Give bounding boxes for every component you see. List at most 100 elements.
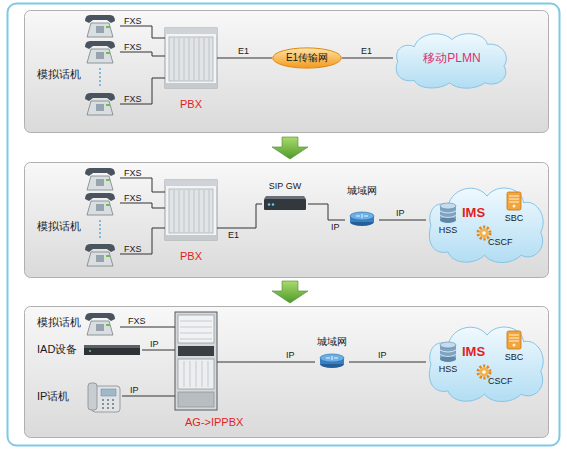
gateway-body — [264, 199, 306, 210]
gateway-led — [272, 203, 274, 205]
edge-label: FXS — [124, 244, 142, 255]
cloud-outline — [429, 327, 543, 402]
hss-icon — [439, 203, 457, 223]
edge-label: FXS — [124, 193, 142, 204]
iad-led — [89, 350, 91, 352]
pbx-device: PBX — [165, 28, 217, 110]
ip-phone: IP话机 — [30, 378, 122, 414]
connector — [308, 204, 345, 220]
sbc-server: SBC — [500, 330, 528, 364]
edge-label: FXS — [124, 168, 142, 179]
ellipsis-line — [99, 68, 100, 88]
node-label: PBX — [165, 98, 217, 111]
edge-label: IP — [150, 339, 159, 350]
hss-icon-part — [440, 203, 456, 209]
sbc-icon-part — [513, 205, 516, 208]
analog-phone-icon — [85, 93, 115, 115]
node-label: SBC — [500, 213, 528, 224]
gateway-top — [264, 196, 306, 199]
hss-server: HSS — [436, 342, 460, 376]
node-label: CSCF — [488, 237, 513, 248]
cscf-server: CSCF — [476, 225, 516, 251]
sbc-icon-part — [513, 344, 516, 347]
edge-label: E1 — [228, 230, 239, 241]
hss-server: HSS — [436, 203, 460, 237]
node-label: SBC — [500, 352, 528, 363]
pbx-chassis — [165, 28, 217, 88]
metro-network-router: 城域网 — [345, 185, 379, 227]
edge-label: IP — [396, 208, 405, 219]
edge-label: E1 — [361, 46, 372, 57]
rack-unit-lines — [180, 321, 212, 339]
connector — [120, 52, 165, 56]
connector — [379, 220, 426, 221]
edge-label: FXS — [124, 42, 142, 53]
cscf-icon-part — [480, 368, 489, 377]
connector — [122, 396, 175, 397]
hss-icon-part — [440, 211, 456, 218]
gateway-led — [268, 203, 270, 205]
sbc-server: SBC — [500, 191, 528, 225]
stage-arrow — [272, 137, 308, 159]
phone-group: 模拟话机 — [30, 164, 120, 268]
connector — [342, 58, 393, 59]
connector — [349, 362, 426, 363]
node-label: 模拟话机 — [37, 316, 81, 329]
cscf-icon-part — [482, 370, 486, 374]
node-label: 模拟话机 — [37, 220, 81, 233]
sbc-icon-part — [507, 331, 521, 349]
sbc-icon-part — [509, 335, 519, 341]
node-label: HSS — [436, 364, 460, 375]
outer-frame — [8, 4, 560, 446]
connector — [217, 204, 262, 228]
sbc-icon-part — [507, 192, 521, 210]
ims-cloud: IMSHSSSBCCSCF — [426, 183, 548, 265]
ellipse-outline — [273, 48, 342, 68]
node-label: PBX — [165, 250, 217, 263]
edge-label: IP — [331, 222, 340, 233]
node-label: SIP GW — [262, 181, 308, 192]
transport-network: E1传输网 — [272, 47, 342, 69]
cloud-shape — [426, 183, 548, 265]
node-label: IMS — [462, 344, 485, 360]
node-label: HSS — [436, 225, 460, 236]
node-label: AG->IPPBX — [185, 416, 243, 429]
hss-icon-part — [440, 342, 456, 348]
node-label: IP话机 — [37, 390, 69, 403]
sip-gateway: SIP GW — [262, 181, 308, 211]
node-label: CSCF — [488, 376, 513, 387]
edge-label: FXS — [128, 316, 146, 327]
connector — [120, 178, 165, 192]
rack-frame — [175, 312, 217, 410]
ag-ippbx-rack: AG->IPPBX — [175, 312, 217, 430]
rack-unit-lines — [184, 361, 208, 387]
node-label: IAD设备 — [37, 343, 77, 356]
analog-phone-icon — [85, 313, 115, 335]
sbc-icon — [506, 191, 522, 211]
edge-label: IP — [130, 385, 139, 396]
hss-icon — [439, 342, 457, 362]
stage-panel — [25, 307, 549, 438]
pbx-device: PBX — [165, 180, 217, 262]
sbc-icon — [506, 330, 522, 350]
connector — [120, 327, 175, 328]
rack-unit — [178, 392, 214, 407]
analog-phone-icon — [85, 15, 115, 37]
connector — [120, 26, 165, 38]
connector — [217, 58, 272, 59]
ims-cloud: IMSHSS SBC CSCF — [426, 322, 548, 404]
metro-network-router: 城域网 — [315, 336, 349, 370]
cscf-icon-part — [482, 231, 486, 235]
stage-panel — [25, 11, 549, 133]
analog-phone-icon — [85, 244, 115, 266]
iad-device: IAD设备 — [30, 340, 142, 360]
edge-label: FXS — [124, 16, 142, 27]
connector — [120, 78, 165, 104]
router-icon — [320, 354, 344, 368]
cloud-shape — [426, 322, 548, 404]
ip-phone-icon — [88, 383, 120, 412]
node-label: 城域网 — [345, 185, 379, 197]
ip-phone-handset — [88, 383, 97, 410]
rack-unit — [178, 315, 214, 343]
